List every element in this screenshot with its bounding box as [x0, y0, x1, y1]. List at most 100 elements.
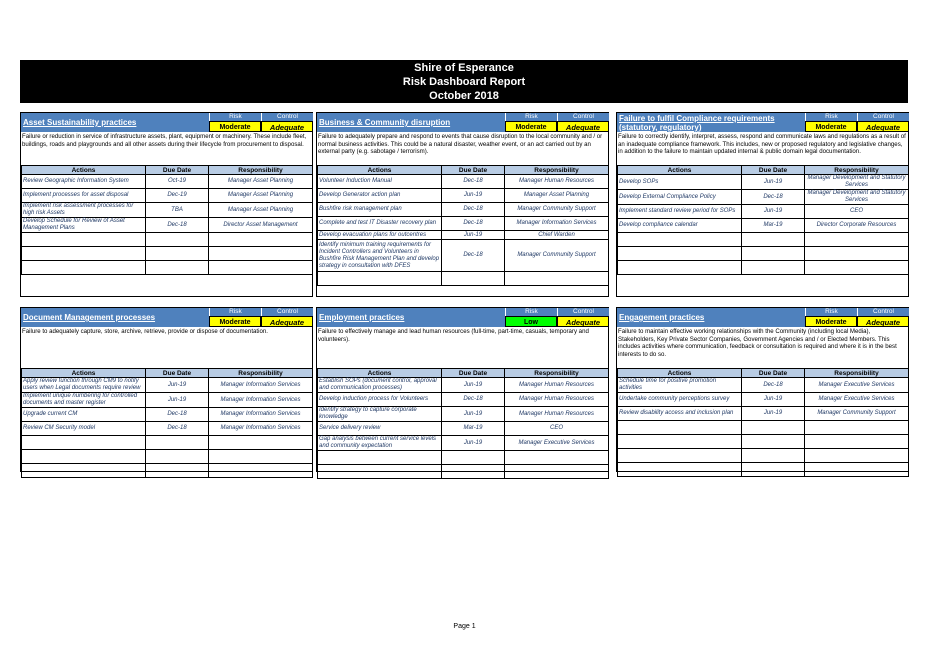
- due-date-header: Due Date: [145, 165, 209, 175]
- due-date-cell: Jun-19: [441, 406, 505, 422]
- table-header-row: Actions Due Date Responsibility: [617, 368, 909, 378]
- responsibility-cell: Manager Asset Planning: [208, 202, 313, 218]
- action-cell: [21, 435, 146, 450]
- table-row: Implement processes for asset disposal D…: [21, 188, 313, 203]
- due-date-cell: Dec-18: [441, 174, 505, 189]
- responsibility-cell: CEO: [804, 204, 909, 219]
- responsibility-cell: Manager Information Services: [208, 392, 313, 408]
- risk-rating: Moderate: [805, 316, 857, 327]
- risk-description: Failure to adequately capture, store, ar…: [22, 328, 268, 335]
- panel-title[interactable]: Asset Sustainability practices: [21, 113, 209, 132]
- action-cell: [617, 420, 742, 435]
- risk-label: Risk: [209, 113, 261, 121]
- action-cell: Undertake community perceptions survey: [617, 392, 742, 407]
- action-cell: [617, 246, 742, 261]
- responsibility-cell: [804, 260, 909, 275]
- panel-title[interactable]: Engagement practices: [617, 308, 805, 327]
- action-cell: Implement unique numbering for controlle…: [21, 392, 146, 408]
- responsibility-cell: [208, 449, 313, 464]
- responsibility-cell: Manager Community Support: [804, 406, 909, 421]
- responsibility-cell: Manager Human Resources: [504, 174, 609, 189]
- due-date-cell: Dec-18: [441, 239, 505, 272]
- due-date-header: Due Date: [441, 165, 505, 175]
- actions-table: Actions Due Date Responsibility Schedule…: [617, 368, 909, 477]
- panel-title[interactable]: Failure to fulfil Compliance requirement…: [617, 113, 805, 132]
- action-cell: Complete and test IT Disaster recovery p…: [317, 216, 442, 231]
- responsibility-header: Responsibility: [208, 368, 313, 378]
- table-row: Develop Schedule for Review of Asset Man…: [21, 217, 313, 233]
- action-cell: Develop evacuation plans for outcentres: [317, 230, 442, 240]
- table-row: [617, 260, 909, 275]
- risk-panel: Failure to fulfil Compliance requirement…: [616, 112, 909, 297]
- panel-title[interactable]: Business & Community disruption: [317, 113, 505, 132]
- responsibility-cell: Manager Development and Statutory Servic…: [804, 189, 909, 205]
- responsibility-cell: Manager Information Services: [208, 421, 313, 436]
- due-date-cell: Oct-19: [145, 174, 209, 189]
- due-date-cell: [441, 450, 505, 465]
- due-date-cell: Jun-19: [441, 377, 505, 393]
- due-date-cell: [741, 434, 805, 449]
- due-date-cell: [145, 449, 209, 464]
- responsibility-cell: Manager Asset Planning: [208, 188, 313, 203]
- due-date-cell: Jun-19: [145, 377, 209, 393]
- actions-header: Actions: [317, 368, 442, 378]
- due-date-cell: Mar-19: [441, 421, 505, 436]
- responsibility-cell: [208, 260, 313, 275]
- table-row: Develop External Compliance Policy Dec-1…: [617, 189, 909, 205]
- rating-values: Moderate Adequate: [505, 121, 609, 132]
- action-cell: [317, 464, 442, 479]
- risk-rating: Moderate: [505, 121, 557, 132]
- action-cell: Develop SOPs: [617, 174, 742, 190]
- table-row: [617, 462, 909, 477]
- due-date-cell: [145, 246, 209, 261]
- due-date-cell: Jun-19: [741, 204, 805, 219]
- due-date-cell: Dec-18: [441, 216, 505, 231]
- page-number: Page 1: [453, 623, 476, 630]
- control-rating: Adequate: [557, 121, 609, 132]
- rating-values: Moderate Adequate: [209, 316, 313, 327]
- rating-header: Risk Control: [209, 113, 313, 121]
- table-row: Bushfire risk management plan Dec-18 Man…: [317, 202, 609, 217]
- responsibility-cell: Manager Asset Planning: [504, 188, 609, 203]
- table-row: Complete and test IT Disaster recovery p…: [317, 216, 609, 231]
- actions-table: Actions Due Date Responsibility Voluntee…: [317, 165, 609, 286]
- table-row: Implement unique numbering for controlle…: [21, 392, 313, 408]
- table-header-row: Actions Due Date Responsibility: [317, 165, 609, 175]
- table-row: Service delivery review Mar-19 CEO: [317, 421, 609, 436]
- due-date-cell: [441, 464, 505, 479]
- actions-header: Actions: [21, 368, 146, 378]
- risk-label: Risk: [505, 308, 557, 316]
- risk-rating: Low: [505, 316, 557, 327]
- table-row: [317, 464, 609, 479]
- responsibility-header: Responsibility: [208, 165, 313, 175]
- action-cell: Service delivery review: [317, 421, 442, 436]
- panel-title[interactable]: Document Management processes: [21, 308, 209, 327]
- table-header-row: Actions Due Date Responsibility: [21, 368, 313, 378]
- action-cell: Identify minimum training requirements f…: [317, 239, 442, 272]
- due-date-cell: Jun-19: [741, 392, 805, 407]
- action-cell: Implement standard review period for SOP…: [617, 204, 742, 219]
- action-cell: [617, 232, 742, 247]
- table-row: [617, 448, 909, 463]
- responsibility-cell: [504, 450, 609, 465]
- responsibility-cell: Chief Warden: [504, 230, 609, 240]
- responsibility-cell: Director Corporate Resources: [804, 218, 909, 233]
- due-date-header: Due Date: [741, 368, 805, 378]
- due-date-cell: Dec-18: [441, 202, 505, 217]
- organisation-name: Shire of Esperance: [414, 62, 514, 74]
- action-cell: Develop External Compliance Policy: [617, 189, 742, 205]
- action-cell: [21, 260, 146, 275]
- responsibility-cell: Manager Executive Services: [804, 392, 909, 407]
- due-date-header: Due Date: [441, 368, 505, 378]
- due-date-cell: [741, 260, 805, 275]
- due-date-cell: Jun-19: [441, 188, 505, 203]
- panel-title[interactable]: Employment practices: [317, 308, 505, 327]
- actions-header: Actions: [617, 368, 742, 378]
- action-cell: Develop Generator action plan: [317, 188, 442, 203]
- due-date-cell: Dec-19: [145, 188, 209, 203]
- action-cell: Implement risk assessment processes for …: [21, 202, 146, 218]
- action-cell: [21, 232, 146, 247]
- responsibility-cell: Manager Information Services: [208, 377, 313, 393]
- table-row: Implement standard review period for SOP…: [617, 204, 909, 219]
- table-row: [617, 420, 909, 435]
